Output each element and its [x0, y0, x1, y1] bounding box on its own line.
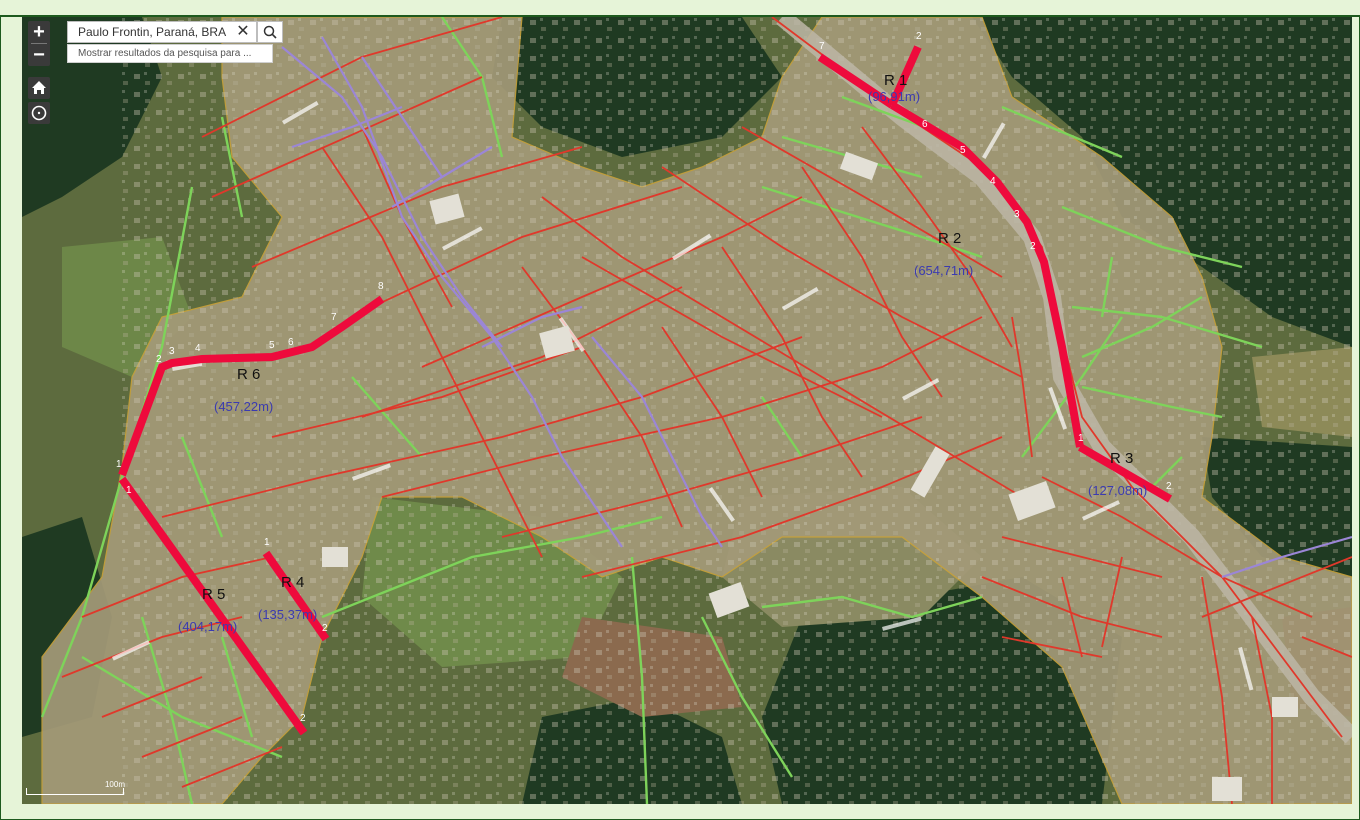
- vertex-label: 7: [819, 41, 825, 52]
- route-labels: R 1 (96,91m) R 2 (654,71m) R 3 (127,08m)…: [178, 72, 1147, 634]
- vertex-label: 4: [990, 176, 996, 187]
- scale-bar: 100m: [26, 780, 125, 795]
- streets-red: [61, 17, 1352, 804]
- route-r6-line: [118, 295, 385, 477]
- zoom-divider: [31, 43, 47, 44]
- map-view[interactable]: R 1 (96,91m) R 2 (654,71m) R 3 (127,08m)…: [22, 17, 1352, 804]
- vertex-label: 2: [322, 623, 328, 634]
- route-label-r5: R 5: [202, 586, 225, 603]
- circle-locate-icon: [31, 105, 47, 121]
- vertex-label: 2: [1166, 481, 1172, 492]
- selected-routes: [118, 45, 1173, 736]
- streets-green: [40, 17, 1263, 804]
- route-label-r2: R 2: [938, 230, 961, 247]
- route-length-r5: (404,17m): [178, 619, 237, 634]
- home-button[interactable]: [28, 77, 50, 99]
- route-r5-line: [118, 476, 308, 736]
- route-r2-line: [889, 101, 1084, 448]
- route-label-r1: R 1: [884, 72, 907, 89]
- vertex-numbers: 7 2 2 3 4 5 6 1 2 1 2 1 2 1 2 3 4 5 6 7 …: [116, 31, 1172, 724]
- vertex-label: 6: [922, 119, 928, 130]
- magnifier-icon: [263, 25, 277, 39]
- building-texture: [122, 17, 1352, 804]
- vertex-label: 5: [960, 145, 966, 156]
- vertex-label: 2: [1030, 241, 1036, 252]
- zoom-control: + −: [28, 21, 50, 66]
- top-bar: [0, 0, 1360, 17]
- route-label-r4: R 4: [281, 574, 304, 591]
- route-length-r1: (96,91m): [868, 89, 920, 104]
- vertex-label: 2: [156, 354, 162, 365]
- route-length-r6: (457,22m): [214, 399, 273, 414]
- route-r4-line: [262, 550, 330, 642]
- route-label-r6: R 6: [237, 366, 260, 383]
- vertex-label: 3: [169, 346, 175, 357]
- large-buildings: [322, 151, 1298, 801]
- search-box: ✕: [67, 21, 257, 43]
- vertex-label: 1: [116, 459, 122, 470]
- route-r3-line: [1077, 443, 1173, 503]
- zoom-in-button[interactable]: +: [33, 21, 45, 43]
- vertex-label: 4: [195, 343, 201, 354]
- street-name-labels: [111, 101, 1254, 691]
- route-length-r4: (135,37m): [258, 607, 317, 622]
- vertex-label: 7: [331, 312, 337, 323]
- scale-label: 100m: [104, 780, 125, 789]
- vertex-label: 1: [126, 485, 132, 496]
- search-input[interactable]: [68, 22, 238, 42]
- vertex-label: 2: [300, 713, 306, 724]
- vertex-label: 2: [916, 31, 922, 42]
- route-length-r2: (654,71m): [914, 263, 973, 278]
- route-label-r3: R 3: [1110, 450, 1133, 467]
- vertex-label: 3: [1014, 209, 1020, 220]
- zoom-out-button[interactable]: −: [33, 44, 45, 66]
- locate-button[interactable]: [28, 102, 50, 124]
- search-button[interactable]: [257, 21, 283, 43]
- close-icon[interactable]: ✕: [236, 23, 250, 40]
- vertex-label: 5: [269, 340, 275, 351]
- vertex-label: 8: [378, 281, 384, 292]
- route-r1-segment-b: [888, 45, 922, 107]
- vertex-label: 6: [288, 337, 294, 348]
- home-icon: [32, 81, 46, 94]
- map-canvas[interactable]: R 1 (96,91m) R 2 (654,71m) R 3 (127,08m)…: [22, 17, 1352, 804]
- vertex-label: 1: [1078, 433, 1084, 444]
- route-r1-segment-a: [817, 53, 895, 109]
- route-length-r3: (127,08m): [1088, 483, 1147, 498]
- vertex-label: 1: [264, 537, 270, 548]
- search-suggestion[interactable]: Mostrar resultados da pesquisa para ...: [67, 44, 273, 63]
- streets-purple: [281, 36, 1352, 579]
